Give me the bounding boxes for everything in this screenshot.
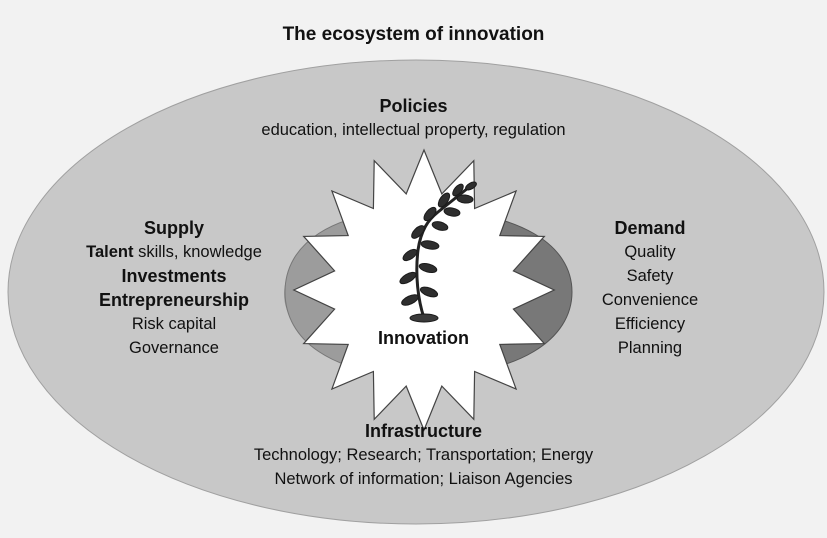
supply-talent-label: Talent xyxy=(86,243,134,261)
supply-talent-text: skills, knowledge xyxy=(133,243,262,261)
supply-governance: Governance xyxy=(129,339,219,357)
innovation-label: Innovation xyxy=(378,328,469,348)
supply-investments: Investments xyxy=(121,266,227,286)
supply-heading: Supply xyxy=(143,218,204,238)
demand-item: Convenience xyxy=(601,291,699,309)
policies-block: Policies education, intellectual propert… xyxy=(0,94,827,142)
supply-risk-capital: Risk capital xyxy=(131,315,217,333)
diagram-title: The ecosystem of innovation xyxy=(282,24,545,45)
infrastructure-heading: Infrastructure xyxy=(364,421,483,441)
infrastructure-line-2: Network of information; Liaison Agencies xyxy=(274,470,573,488)
demand-block: Demand Quality Safety Convenience Effici… xyxy=(580,216,720,360)
demand-item: Quality xyxy=(624,243,676,261)
demand-item: Efficiency xyxy=(614,315,686,333)
infrastructure-line-1: Technology; Research; Transportation; En… xyxy=(253,446,594,464)
demand-heading: Demand xyxy=(614,218,686,238)
supply-entrepreneurship: Entrepreneurship xyxy=(98,290,250,310)
policies-heading: Policies xyxy=(379,96,448,116)
plant-icon xyxy=(399,181,477,323)
demand-item: Safety xyxy=(626,267,674,285)
supply-talent-line: Talent skills, knowledge xyxy=(64,240,284,264)
infrastructure-block: Infrastructure Technology; Research; Tra… xyxy=(0,419,827,491)
policies-text: education, intellectual property, regula… xyxy=(261,121,566,139)
supply-block: Supply Talent skills, knowledge Investme… xyxy=(64,216,284,360)
demand-item: Planning xyxy=(617,339,683,357)
